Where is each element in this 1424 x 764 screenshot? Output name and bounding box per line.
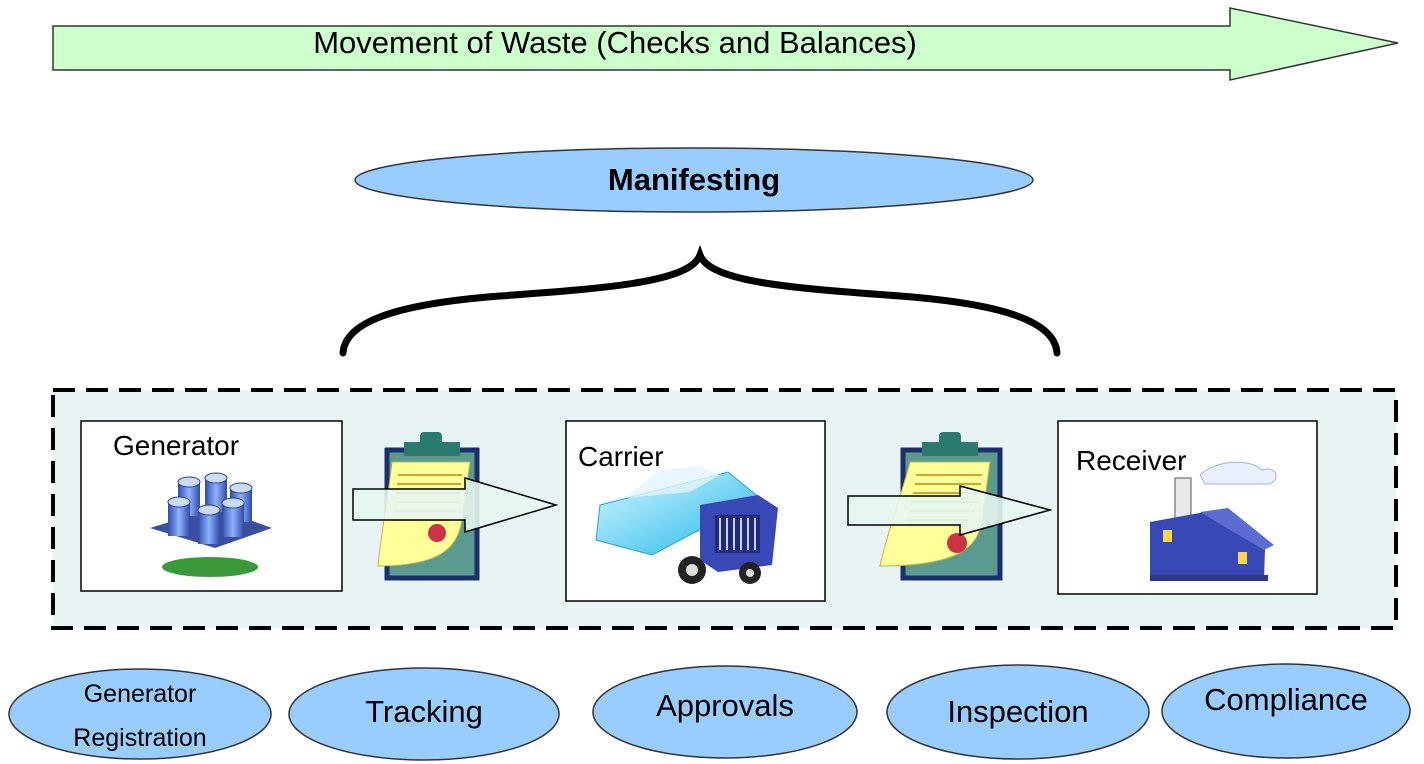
movement-arrow	[52, 7, 1399, 81]
approvals-label: Approvals	[656, 688, 794, 723]
manifesting-oval	[354, 147, 1034, 213]
compliance-oval	[1161, 663, 1411, 759]
flow-arrow-to-carrier	[352, 476, 559, 534]
movement-arrow-label: Movement of Waste (Checks and Balances)	[313, 25, 917, 60]
receiver-label: Receiver	[1076, 445, 1187, 476]
inspection-label: Inspection	[947, 694, 1089, 729]
inspection-oval	[886, 664, 1150, 760]
compliance-label: Compliance	[1204, 682, 1368, 717]
generator-registration-oval	[8, 668, 272, 760]
truck-icon	[595, 466, 778, 584]
approvals-oval	[592, 665, 858, 759]
generator-label: Generator	[113, 430, 240, 461]
generator-registration-line1: Generator	[83, 680, 197, 708]
flow-arrow-to-receiver	[847, 485, 1053, 536]
manifesting-label: Manifesting	[607, 162, 781, 197]
carrier-label: Carrier	[578, 441, 664, 472]
waste-drums-icon	[150, 472, 272, 577]
tracking-oval	[288, 667, 560, 761]
generator-registration-line2: Registration	[73, 724, 207, 752]
factory-icon	[1150, 461, 1277, 581]
tracking-label: Tracking	[365, 694, 483, 729]
brace	[339, 244, 1061, 357]
